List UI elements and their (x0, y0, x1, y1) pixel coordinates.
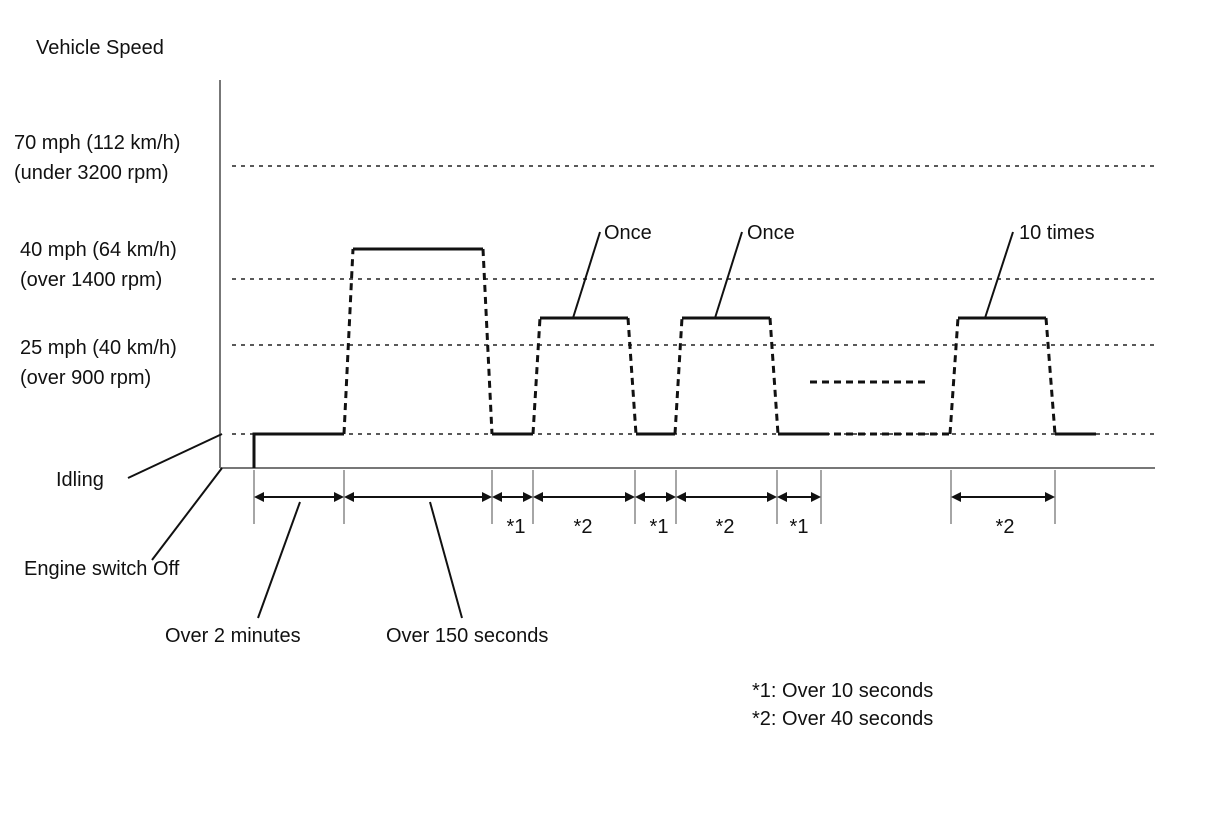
accel-ramp-25mph-3 (948, 317, 960, 435)
decel-ramp-25mph-3 (1044, 317, 1057, 435)
accel-ramp-25mph-1 (531, 317, 542, 435)
speed-label-70mph: 70 mph (112 km/h) (14, 132, 180, 154)
dimension-arrow-interval-1 (492, 492, 533, 502)
callout-once-1: Once (604, 222, 652, 244)
footnote-2: *2: Over 40 seconds (752, 708, 933, 730)
y-axis-title: Vehicle Speed (36, 37, 164, 59)
duration-leader-2-minutes (257, 501, 301, 619)
callout-once-2: Once (747, 222, 795, 244)
dimension-arrow-interval-5 (777, 492, 821, 502)
interval-mark: *2 (574, 516, 593, 538)
callout-10-times: 10 times (1019, 222, 1095, 244)
dimension-arrow-interval-6 (951, 492, 1055, 502)
idling-label: Idling (56, 469, 104, 491)
decel-ramp-25mph-1 (626, 317, 638, 435)
dimension-arrow-2-minutes (254, 492, 344, 502)
dimension-arrow-interval-4 (676, 492, 777, 502)
engine-switch-off-label: Engine switch Off (24, 558, 180, 580)
idling-leader (127, 433, 223, 479)
interval-mark: *1 (650, 516, 669, 538)
rpm-label-3200: (under 3200 rpm) (14, 162, 169, 184)
duration-label-2-minutes: Over 2 minutes (165, 625, 301, 647)
engine-off-leader (151, 467, 223, 561)
duration-label-150-seconds: Over 150 seconds (386, 625, 548, 647)
speed-label-40mph: 40 mph (64 km/h) (20, 239, 177, 261)
interval-mark: *1 (790, 516, 809, 538)
callout-leader-once-1 (572, 231, 601, 319)
engine-start-step (252, 432, 344, 468)
dimension-arrow-150-seconds (344, 492, 492, 502)
interval-mark: *2 (716, 516, 735, 538)
interval-mark: *2 (996, 516, 1015, 538)
rpm-label-1400: (over 1400 rpm) (20, 269, 162, 291)
callout-leader-once-2 (714, 231, 743, 319)
accel-ramp-40mph (342, 248, 355, 435)
accel-ramp-25mph-2 (673, 317, 684, 435)
decel-ramp-25mph-2 (768, 317, 780, 435)
decel-ramp-40mph (481, 248, 494, 435)
duration-leader-150-seconds (429, 501, 463, 619)
callout-leader-10-times (984, 231, 1014, 319)
rpm-label-900: (over 900 rpm) (20, 367, 151, 389)
dimension-arrow-interval-2 (533, 492, 635, 502)
footnote-1: *1: Over 10 seconds (752, 680, 933, 702)
interval-mark: *1 (507, 516, 526, 538)
speed-label-25mph: 25 mph (40 km/h) (20, 337, 177, 359)
dimension-arrow-interval-3 (635, 492, 676, 502)
